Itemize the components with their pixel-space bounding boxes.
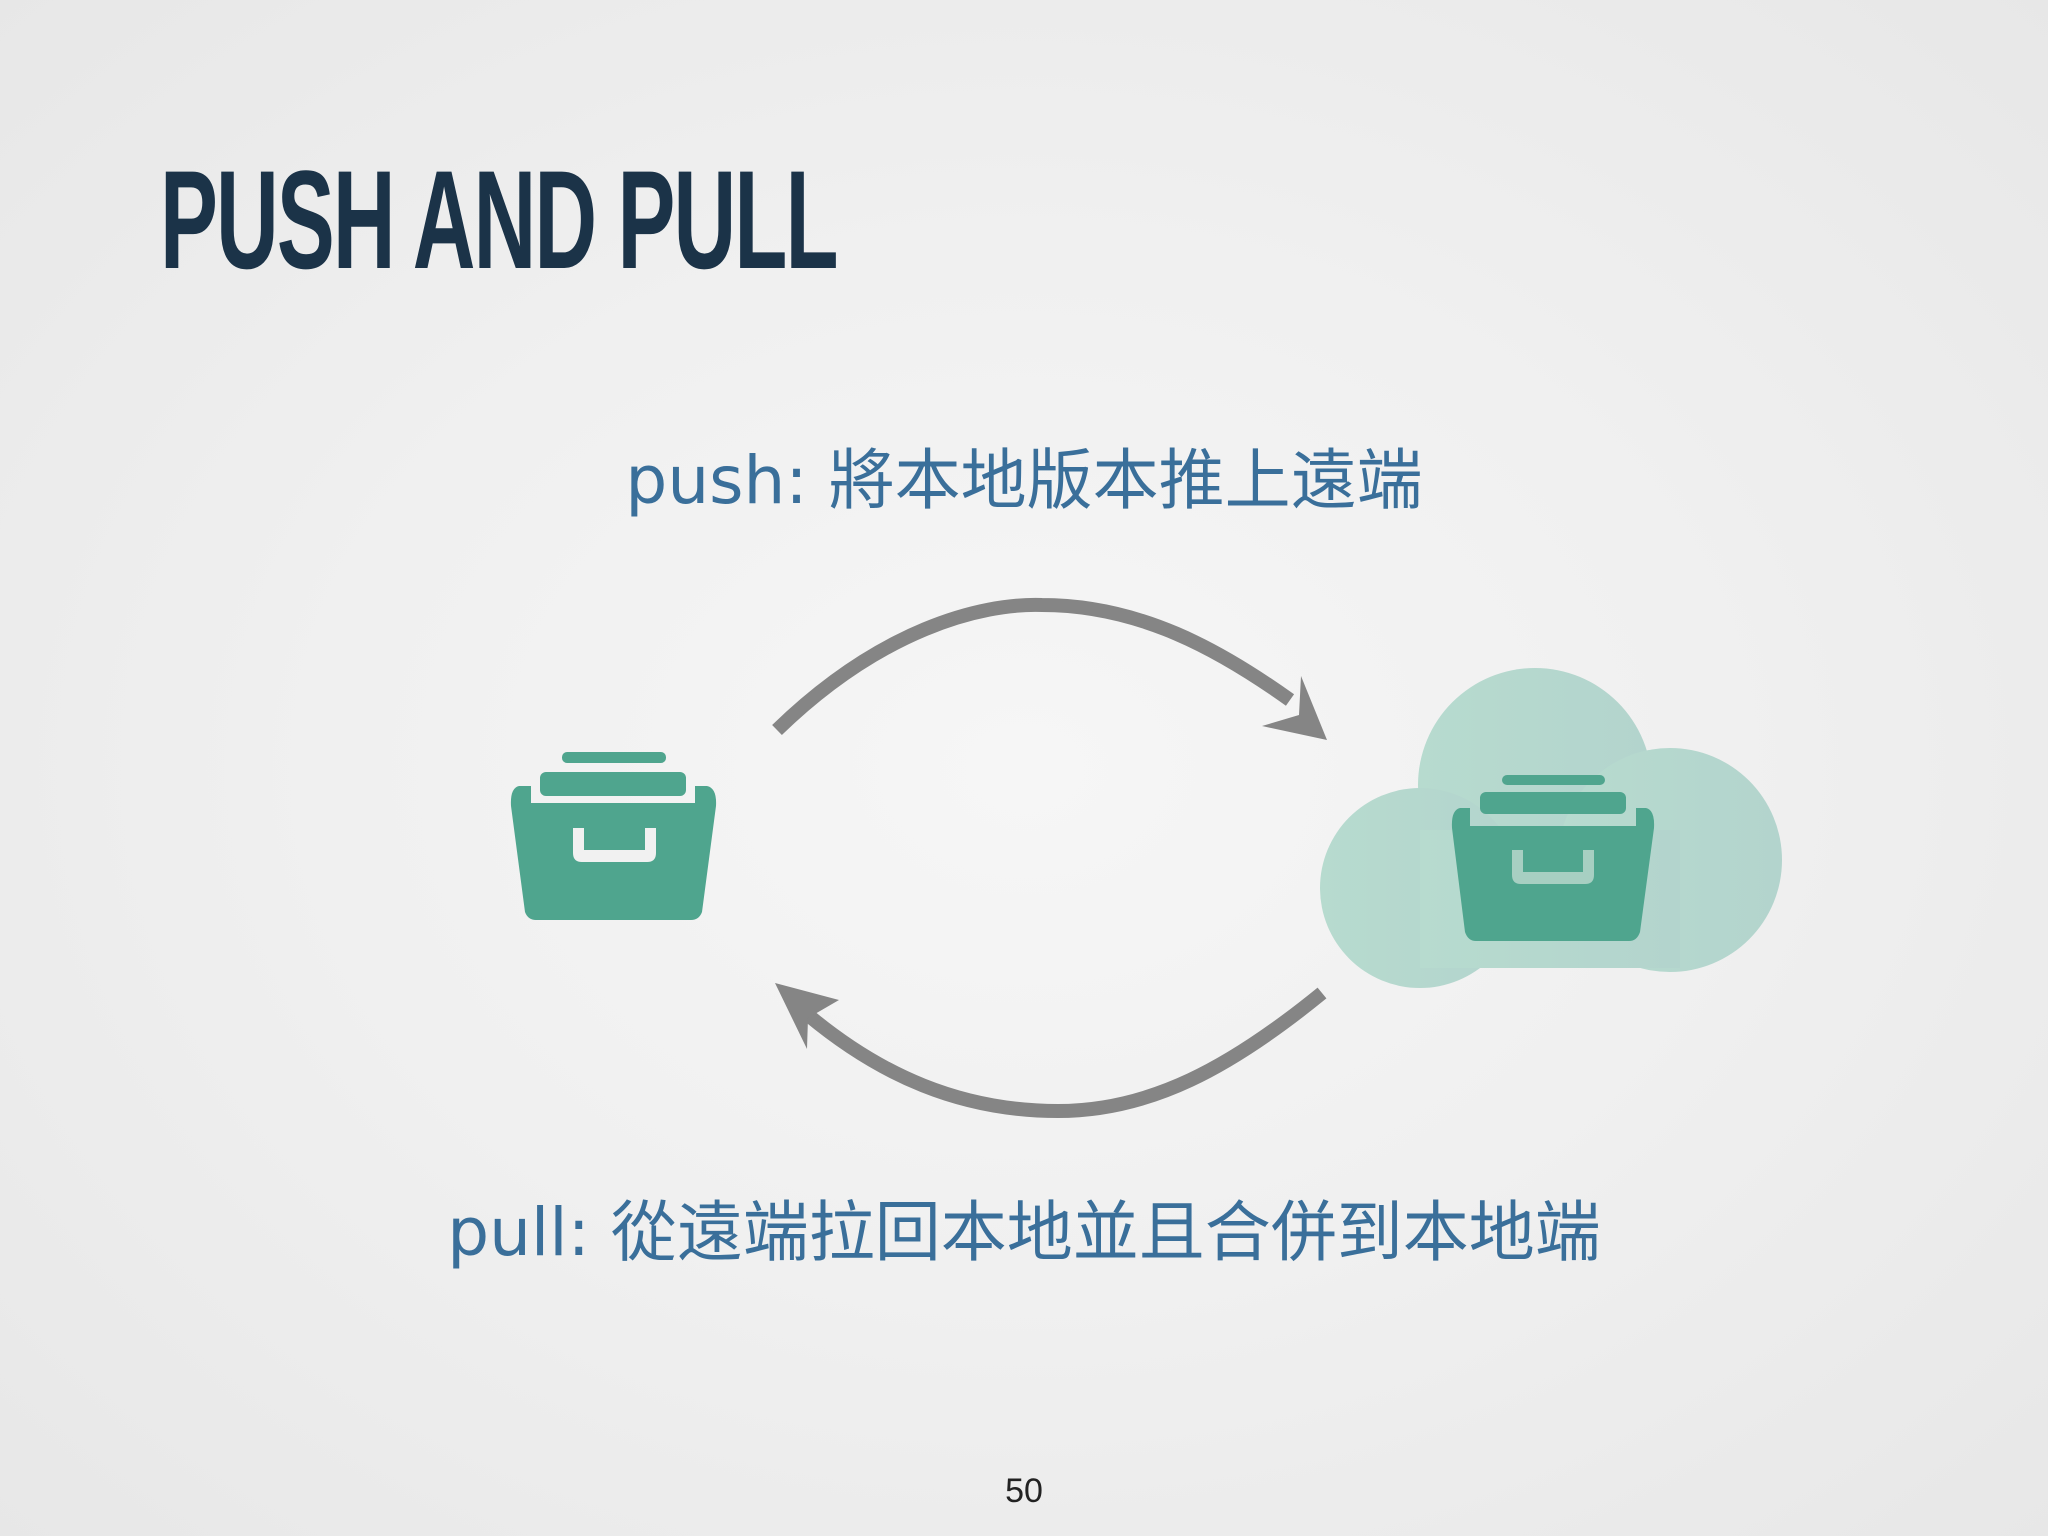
local-repository-icon xyxy=(510,752,717,920)
push-arrow xyxy=(772,597,1327,740)
file-cabinet-icon xyxy=(1451,775,1655,941)
pull-arrow xyxy=(775,983,1327,1119)
remote-repository-icon xyxy=(1320,668,1782,988)
pull-caption: pull: 從遠端拉回本地並且合併到本地端 xyxy=(447,1194,1601,1271)
page-number: 50 xyxy=(1005,1472,1043,1510)
slide-title: PUSH AND PULL xyxy=(160,141,839,298)
push-caption: push: 將本地版本推上遠端 xyxy=(625,442,1423,519)
